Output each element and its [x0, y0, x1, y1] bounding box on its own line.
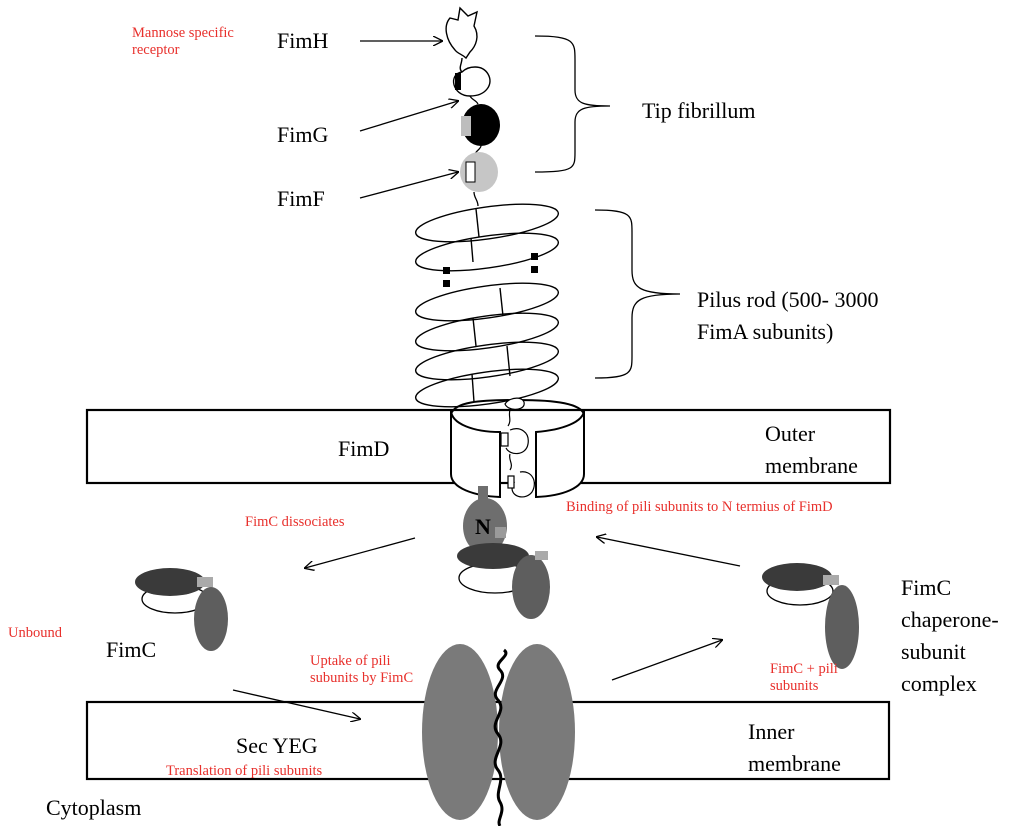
pilus-rod-label: Pilus rod (500- 3000 FimA subunits)	[697, 284, 879, 348]
fimh-label: FimH	[277, 28, 328, 53]
tip-fibrillum-brace	[535, 36, 610, 172]
pilus-rod-line-2: FimA subunits)	[697, 316, 879, 348]
uptake-line-2: subunits by FimC	[310, 670, 413, 687]
export-arrow	[612, 640, 722, 680]
uptake-line-1: Uptake of pili	[310, 653, 413, 670]
pilus-rod-line-1: Pilus rod (500- 3000	[697, 284, 879, 316]
sec-yeg-right-lobe	[499, 644, 575, 820]
uptake-label: Uptake of pili subunits by FimC	[310, 653, 413, 686]
outer-membrane-label: Outer membrane	[765, 418, 858, 482]
fimf-subunit	[460, 152, 498, 192]
fimc-subunit-complex	[762, 563, 859, 669]
complex-label: FimC chaperone- subunit complex	[901, 572, 999, 700]
fimc-pili-line-2: subunits	[770, 678, 838, 695]
mannose-receptor-line-1: Mannose specific	[132, 25, 234, 42]
unbound-label: Unbound	[8, 625, 62, 642]
binding-arrow	[597, 537, 740, 566]
fimc-label: FimC	[106, 637, 156, 662]
fimd-n-terminal-complex	[457, 486, 550, 619]
fimc-pili-line-1: FimC + pili	[770, 661, 838, 678]
pilus-rod	[413, 197, 560, 414]
fimf-arrow	[360, 172, 458, 198]
fimc-pili-label: FimC + pili subunits	[770, 661, 838, 694]
inner-membrane-label: Inner membrane	[748, 716, 841, 780]
fimg-arrow	[360, 101, 458, 131]
inner-membrane-line-1: Inner	[748, 716, 841, 748]
rod-continuation-dots	[443, 253, 538, 287]
tip-fibrillum-label: Tip fibrillum	[642, 98, 756, 123]
mannose-receptor-label: Mannose specific receptor	[132, 25, 234, 58]
fimg-subunit	[461, 104, 500, 146]
complex-line-1: FimC	[901, 572, 999, 604]
complex-line-4: complex	[901, 668, 999, 700]
sec-yeg-label: Sec YEG	[236, 733, 318, 758]
cytoplasm-label: Cytoplasm	[46, 795, 141, 820]
sec-yeg-left-lobe	[422, 644, 498, 820]
mannose-receptor-line-2: receptor	[132, 42, 234, 59]
n-terminus-label: N	[475, 514, 491, 539]
outer-membrane-line-1: Outer	[765, 418, 858, 450]
inner-membrane-line-2: membrane	[748, 748, 841, 780]
dissociation-arrow	[305, 538, 415, 568]
outer-membrane-line-2: membrane	[765, 450, 858, 482]
fimh-fimg-linker	[470, 96, 478, 104]
translation-label: Translation of pili subunits	[166, 763, 322, 780]
pilus-rod-brace	[595, 210, 680, 378]
fimf-rod-linker	[474, 192, 478, 206]
fimf-label: FimF	[277, 186, 325, 211]
fimc-dissociates-label: FimC dissociates	[245, 514, 345, 531]
fimg-label: FimG	[277, 122, 328, 147]
complex-line-2: chaperone-	[901, 604, 999, 636]
complex-line-3: subunit	[901, 636, 999, 668]
binding-label: Binding of pili subunits to N termius of…	[566, 499, 833, 516]
fimh-subunit	[446, 8, 490, 96]
fimd-label: FimD	[338, 436, 389, 461]
